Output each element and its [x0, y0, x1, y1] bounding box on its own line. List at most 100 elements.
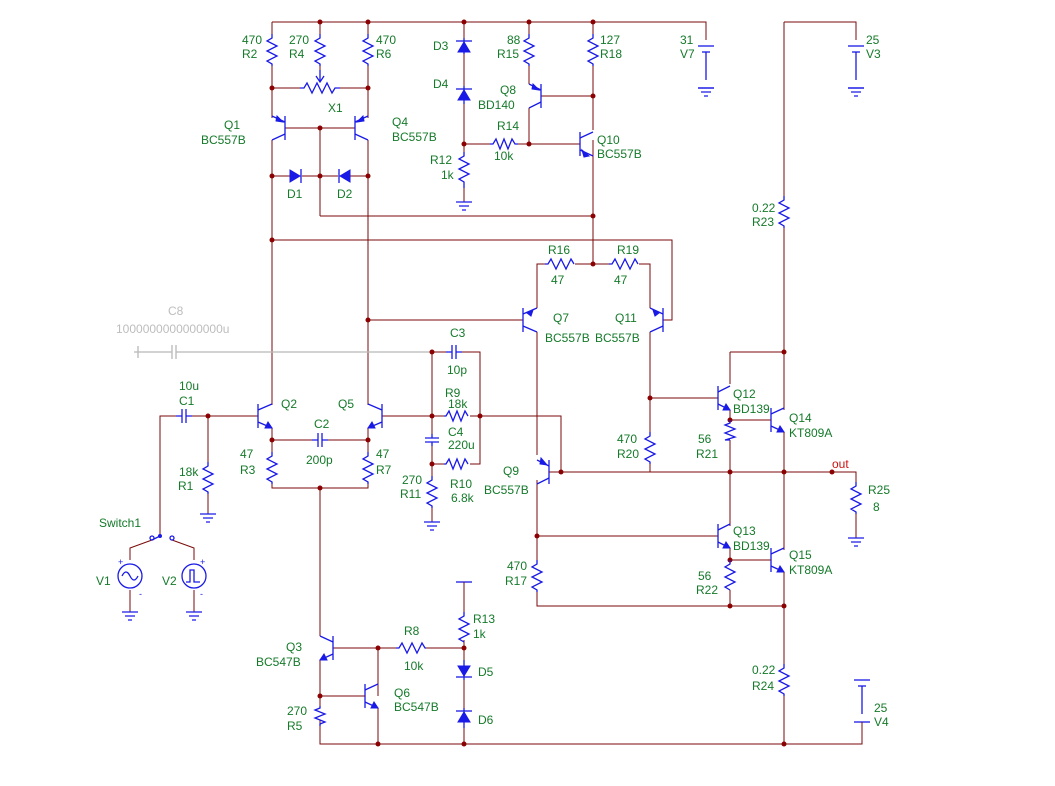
diode-d1 — [289, 169, 302, 183]
c4-name: C4 — [448, 425, 464, 439]
out-label: out — [832, 457, 849, 471]
r6-value: 470 — [376, 33, 396, 47]
diodes — [289, 38, 472, 728]
resistor-r16 — [545, 257, 575, 271]
d1-label: D1 — [287, 187, 303, 201]
q2-label: Q2 — [281, 397, 297, 411]
transistor-q15 — [764, 547, 785, 576]
q14-model: KT809A — [789, 426, 832, 440]
r16-value: 47 — [551, 273, 565, 287]
v4-value: 25 — [874, 701, 888, 715]
r1-value: 18k — [179, 465, 199, 479]
q13-name: Q13 — [733, 524, 756, 538]
c2-name: C2 — [314, 417, 330, 431]
transistor-q13 — [717, 523, 731, 549]
q12-model: BD139 — [733, 402, 770, 416]
x1-label: X1 — [328, 101, 343, 115]
r5-name: R5 — [287, 719, 303, 733]
diode-d4 — [456, 86, 472, 104]
r23-value: 0.22 — [752, 201, 776, 215]
q1-model: BC557B — [201, 133, 246, 147]
diode-d2 — [338, 169, 351, 183]
svg-text:-: - — [139, 589, 142, 599]
q3-model: BC547B — [256, 655, 301, 669]
c8-value: 1000000000000000u — [116, 322, 229, 336]
v3-name: V3 — [866, 47, 881, 61]
r5-value: 270 — [287, 704, 307, 718]
q13-model: BD139 — [733, 539, 770, 553]
c4-value: 220u — [448, 438, 475, 452]
transistor-q12 — [717, 385, 731, 411]
d5-label: D5 — [478, 665, 494, 679]
q6-name: Q6 — [394, 686, 410, 700]
resistor-r4 — [313, 34, 327, 66]
r21-value: 56 — [698, 432, 712, 446]
resistor-r10 — [444, 457, 469, 471]
r7-name: R7 — [376, 463, 392, 477]
r25-value: 8 — [873, 500, 880, 514]
sine-source-v1: +- — [117, 557, 143, 599]
resistor-r18 — [586, 34, 600, 66]
v2-label: V2 — [162, 574, 177, 588]
transistor-q1 — [271, 114, 286, 141]
q9-name: Q9 — [503, 464, 519, 478]
r3-value: 47 — [240, 447, 254, 461]
svg-text:-: - — [200, 589, 203, 599]
r10-name: R10 — [450, 477, 472, 491]
r21-name: R21 — [696, 447, 718, 461]
q1-name: Q1 — [224, 118, 240, 132]
r14-value: 10k — [494, 149, 514, 163]
capacitors — [134, 345, 462, 447]
resistor-r15 — [522, 34, 536, 66]
r19-name: R19 — [617, 243, 639, 257]
battery-v3 — [848, 45, 864, 89]
capacitor-c1 — [176, 409, 192, 423]
q11-model: BC557B — [595, 331, 640, 345]
resistor-r14 — [490, 137, 518, 151]
resistor-r19 — [609, 257, 639, 271]
resistor-r22 — [723, 560, 737, 591]
potentiometer-x1 — [300, 81, 340, 95]
switch1-label: Switch1 — [99, 516, 141, 530]
diode-d3 — [456, 38, 472, 54]
r9-value: 18k — [448, 397, 468, 411]
resistor-r6 — [361, 34, 375, 66]
r23-name: R23 — [752, 215, 774, 229]
r13-value: 1k — [473, 627, 487, 641]
r24-name: R24 — [752, 679, 774, 693]
transistor-q5 — [367, 403, 383, 429]
resistor-r11 — [425, 476, 439, 508]
r11-value: 270 — [402, 473, 422, 487]
diode-d5 — [456, 660, 472, 680]
r20-value: 470 — [617, 432, 637, 446]
v3-value: 25 — [866, 33, 880, 47]
resistor-r2 — [265, 34, 279, 66]
r15-name: R15 — [497, 47, 519, 61]
r18-name: R18 — [600, 47, 622, 61]
resistor-r5 — [313, 706, 327, 726]
capacitor-c2 — [312, 433, 328, 447]
v1-label: V1 — [96, 574, 111, 588]
r18-value: 127 — [600, 33, 620, 47]
v7-name: V7 — [680, 47, 695, 61]
transistor-q4 — [354, 114, 369, 141]
r16-name: R16 — [548, 243, 570, 257]
resistor-r17 — [530, 560, 544, 592]
r6-name: R6 — [376, 47, 392, 61]
r3-name: R3 — [240, 463, 256, 477]
q7-model: BC557B — [545, 331, 590, 345]
q4-model: BC557B — [392, 130, 437, 144]
d4-label: D4 — [433, 77, 449, 91]
c1-name: C1 — [179, 394, 195, 408]
d2-label: D2 — [337, 187, 353, 201]
transistor-q9 — [536, 456, 561, 485]
resistor-r13 — [457, 612, 471, 643]
resistor-r20 — [643, 432, 657, 464]
c2-value: 200p — [306, 453, 333, 467]
r25-name: R25 — [868, 483, 890, 497]
q3-name: Q3 — [286, 640, 302, 654]
q12-name: Q12 — [733, 387, 756, 401]
switch-1 — [149, 534, 175, 541]
q6-model: BC547B — [394, 700, 439, 714]
